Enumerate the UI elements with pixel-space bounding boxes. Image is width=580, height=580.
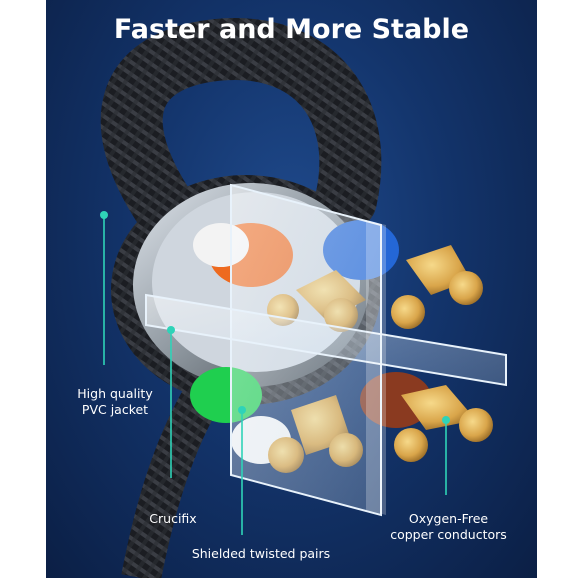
- callout-lines: [103, 215, 447, 535]
- crucifix-separator: [145, 183, 507, 517]
- image-panel: Faster and More Stable High quality PVC …: [46, 0, 537, 578]
- jacket-callout: High quality PVC jacket: [60, 386, 170, 418]
- crucifix-label: Crucifix: [149, 511, 197, 526]
- copper-callout: Oxygen-Free copper conductors: [381, 511, 516, 543]
- headline: Faster and More Stable: [113, 14, 470, 45]
- pairs-marker: [238, 406, 246, 414]
- cable-illustration: [100, 18, 507, 578]
- jacket-label-line2: PVC jacket: [81, 402, 149, 417]
- copper-label-line1: Oxygen-Free: [408, 511, 489, 526]
- pairs-label: Shielded twisted pairs: [191, 546, 331, 561]
- copper-marker: [442, 416, 450, 424]
- cable-loop: [100, 18, 382, 241]
- copper-label-line2: copper conductors: [390, 527, 507, 542]
- jacket-marker: [100, 211, 108, 219]
- crucifix-marker: [167, 326, 175, 334]
- jacket-label-line1: High quality: [77, 386, 153, 401]
